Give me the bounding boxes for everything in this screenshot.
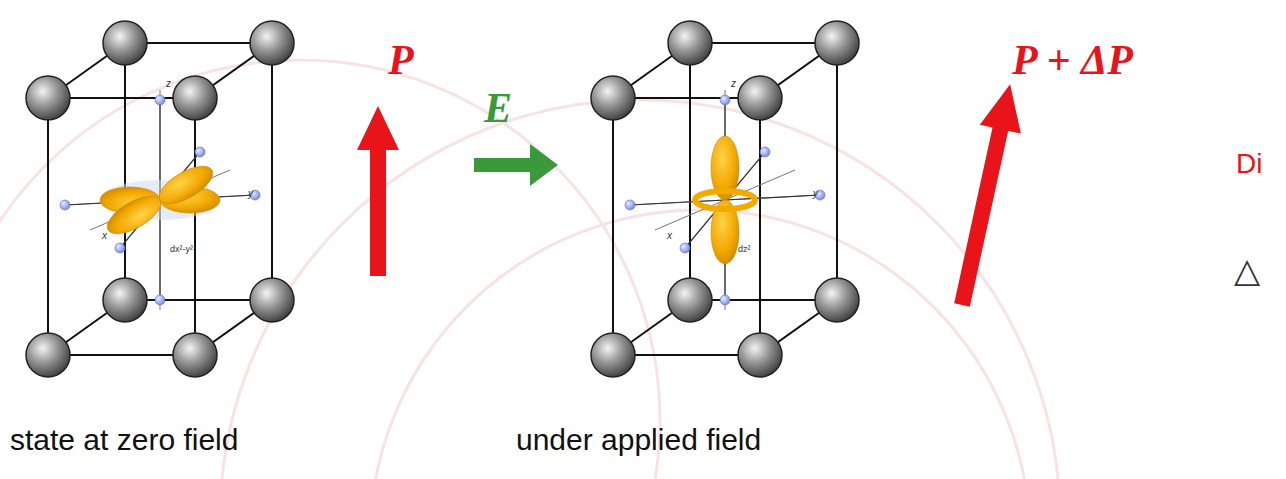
orbital-torus	[695, 191, 755, 209]
orbital-label: dx²-y²	[170, 244, 193, 254]
polarization-arrow	[357, 106, 399, 276]
lattice-atom	[591, 333, 635, 377]
crystal-cell	[26, 21, 294, 377]
axis-label: y	[813, 188, 818, 199]
ligand-dot	[155, 295, 165, 305]
axis-label: y	[248, 188, 253, 199]
ligand-dot	[720, 295, 730, 305]
lattice-atom	[26, 76, 70, 120]
ligand-dot	[115, 243, 125, 253]
ligand-dot	[195, 147, 205, 157]
orbital-lobe	[154, 159, 219, 212]
lattice-atom	[26, 333, 70, 377]
cell-edge	[612, 98, 614, 355]
ligand-dot	[60, 200, 70, 210]
lattice-atom	[103, 21, 147, 65]
lattice-atom	[815, 21, 859, 65]
axis-label: z	[166, 78, 171, 89]
ligand-dot	[625, 200, 635, 210]
lattice-atom	[173, 76, 217, 120]
cell-edge	[194, 98, 196, 355]
cell-edge	[689, 43, 691, 300]
orbital-label: dz²	[738, 244, 751, 254]
lattice-atom	[738, 333, 782, 377]
ligand-dot	[720, 95, 730, 105]
watermark-arcs	[0, 60, 1060, 479]
caption-text: state at zero field	[10, 423, 238, 457]
cell-edge	[836, 43, 838, 300]
ligand-dot	[680, 243, 690, 253]
orbital-lobe	[102, 189, 167, 242]
polarization-label: P + ΔP	[1012, 36, 1133, 84]
lattice-atom	[250, 278, 294, 322]
caption-text: under applied field	[516, 423, 761, 457]
lattice-atom	[250, 21, 294, 65]
lattice-atom	[815, 278, 859, 322]
crystal-cell	[591, 21, 859, 377]
lattice-atom	[103, 278, 147, 322]
field-arrow	[474, 144, 558, 186]
bond-line	[630, 200, 725, 205]
lattice-atom	[668, 278, 712, 322]
ligand-dot	[155, 95, 165, 105]
lattice-atom	[738, 76, 782, 120]
cell-edge	[759, 98, 761, 355]
cell-edge	[271, 43, 273, 300]
polarization-label: P	[388, 36, 414, 84]
ligand-dot	[760, 147, 770, 157]
tilted-polarization-arrow	[941, 80, 1030, 310]
lattice-atom	[668, 21, 712, 65]
cut-text: Di	[1236, 148, 1262, 180]
axis-label: x	[667, 230, 672, 241]
bond-line	[725, 195, 820, 200]
lattice-atom	[591, 76, 635, 120]
axis-label: z	[731, 78, 736, 89]
field-label: E	[484, 84, 512, 132]
cell-edge	[124, 43, 126, 300]
axis-label: x	[102, 230, 107, 241]
lattice-atom	[173, 333, 217, 377]
cut-symbol: △	[1234, 250, 1260, 290]
cell-edge	[47, 98, 49, 355]
